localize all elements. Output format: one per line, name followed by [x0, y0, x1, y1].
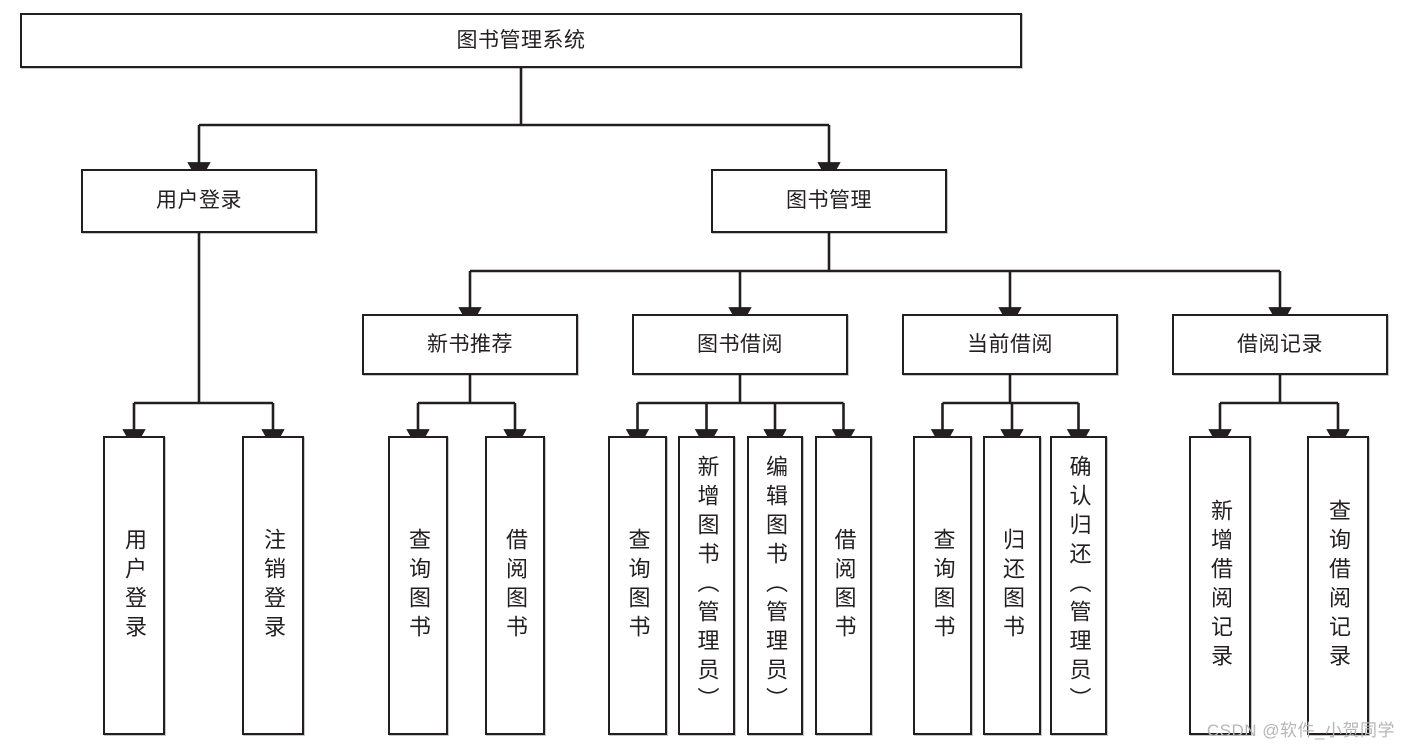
node-label-borrow-record: 借阅记录	[1237, 332, 1323, 356]
node-label-leaf-query-record: 查询借阅记录	[1326, 499, 1351, 673]
node-label-leaf-borrow-book-1: 借阅图书	[503, 528, 528, 644]
node-leaf-add-book[interactable]: 新增图书（管理员）	[678, 436, 735, 735]
node-label-book-manage: 图书管理	[786, 189, 872, 213]
node-user-login[interactable]: 用户登录	[81, 169, 317, 233]
node-borrow-record[interactable]: 借阅记录	[1172, 314, 1388, 375]
node-new-book-rec[interactable]: 新书推荐	[362, 314, 578, 375]
node-label-leaf-borrow-book-2: 借阅图书	[831, 528, 857, 644]
node-label-leaf-user-login: 用户登录	[122, 528, 147, 644]
node-leaf-return-book[interactable]: 归还图书	[983, 436, 1041, 735]
node-label-leaf-edit-book: 编辑图书（管理员）	[763, 455, 788, 716]
node-leaf-edit-book[interactable]: 编辑图书（管理员）	[747, 436, 803, 735]
node-book-manage[interactable]: 图书管理	[711, 169, 947, 233]
node-label-leaf-add-book: 新增图书（管理员）	[694, 455, 720, 716]
node-label-new-book-rec: 新书推荐	[427, 332, 513, 356]
node-label-current-borrow: 当前借阅	[967, 332, 1053, 356]
node-label-leaf-confirm-return: 确认归还（管理员）	[1066, 455, 1092, 716]
node-leaf-borrow-book-1[interactable]: 借阅图书	[485, 436, 545, 735]
node-leaf-borrow-book-2[interactable]: 借阅图书	[815, 436, 872, 735]
node-leaf-query-book-1[interactable]: 查询图书	[388, 436, 448, 735]
node-label-book-borrow: 图书借阅	[697, 332, 783, 356]
node-leaf-query-book-3[interactable]: 查询图书	[913, 436, 972, 735]
node-label-leaf-add-record: 新增借阅记录	[1208, 499, 1233, 673]
node-leaf-logout[interactable]: 注销登录	[242, 436, 304, 735]
node-leaf-add-record[interactable]: 新增借阅记录	[1189, 436, 1251, 735]
node-current-borrow[interactable]: 当前借阅	[902, 314, 1118, 375]
node-book-borrow[interactable]: 图书借阅	[632, 314, 848, 375]
node-label-root: 图书管理系统	[456, 28, 586, 52]
node-label-leaf-logout: 注销登录	[261, 528, 286, 644]
node-leaf-query-record[interactable]: 查询借阅记录	[1307, 436, 1369, 735]
node-label-leaf-query-book-3: 查询图书	[930, 528, 956, 644]
node-label-leaf-query-book-2: 查询图书	[625, 528, 651, 644]
node-label-leaf-return-book: 归还图书	[1000, 528, 1025, 644]
node-root[interactable]: 图书管理系统	[20, 13, 1022, 68]
node-leaf-query-book-2[interactable]: 查询图书	[608, 436, 667, 735]
node-label-user-login: 用户登录	[156, 189, 242, 213]
node-label-leaf-query-book-1: 查询图书	[406, 528, 431, 644]
node-leaf-confirm-return[interactable]: 确认归还（管理员）	[1050, 436, 1107, 735]
node-leaf-user-login[interactable]: 用户登录	[103, 436, 165, 735]
